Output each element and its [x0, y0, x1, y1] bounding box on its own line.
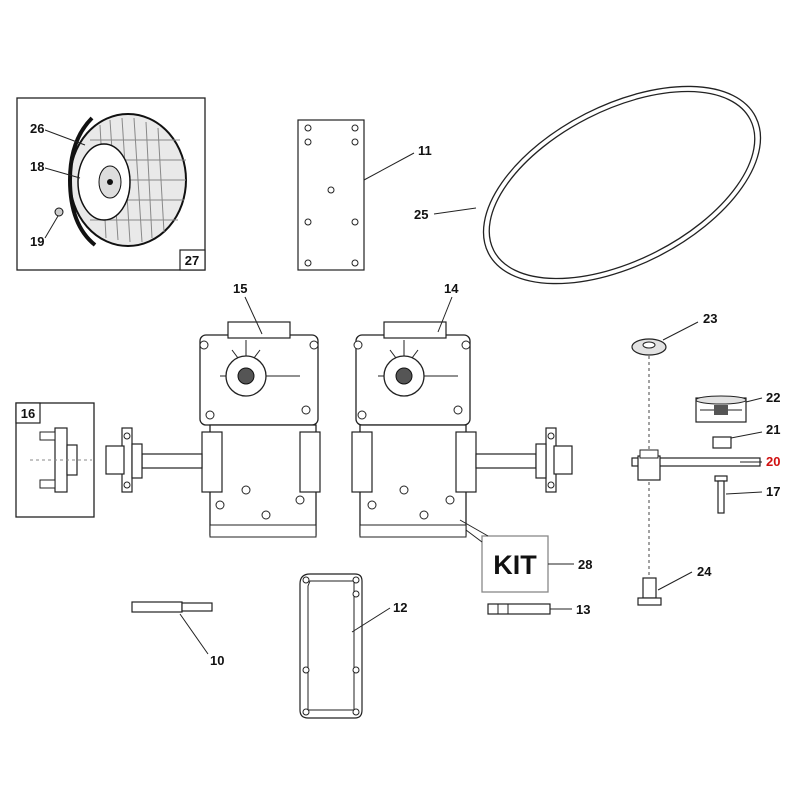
wheel-tire[interactable]	[67, 113, 187, 247]
cover-plate[interactable]	[297, 119, 365, 271]
callout-14: 14	[444, 281, 459, 296]
callout-22: 22	[766, 390, 780, 405]
callout-11: 11	[418, 143, 432, 158]
transaxle-right[interactable]	[351, 321, 477, 538]
callout-25: 25	[414, 207, 428, 222]
spacer-part[interactable]	[712, 436, 732, 449]
kit-box[interactable]: KIT	[481, 535, 549, 593]
kit-label: KIT	[493, 550, 537, 580]
idler-arm-part[interactable]	[631, 449, 761, 481]
lug-nut[interactable]	[54, 207, 64, 217]
callout-21: 21	[766, 422, 780, 437]
wheel-hub-part[interactable]	[30, 427, 92, 493]
axle-right	[475, 427, 573, 493]
box-number-27: 27	[185, 253, 199, 268]
callout-20: 20	[766, 454, 780, 469]
callout-24: 24	[697, 564, 712, 579]
washer-part[interactable]	[631, 338, 667, 356]
callout-10: 10	[210, 653, 224, 668]
callout-17: 17	[766, 484, 780, 499]
callout-23: 23	[703, 311, 717, 326]
callout-28: 28	[578, 557, 592, 572]
callout-26: 26	[30, 121, 44, 136]
callout-13: 13	[576, 602, 590, 617]
shoulder-bolt-part[interactable]	[637, 577, 662, 606]
callout-12: 12	[393, 600, 407, 615]
callout-15: 15	[233, 281, 247, 296]
gasket-part[interactable]	[299, 573, 363, 719]
pulley-part[interactable]	[695, 395, 747, 423]
box-number-16: 16	[21, 406, 35, 421]
pin-part[interactable]	[487, 603, 551, 615]
rod-part[interactable]	[131, 601, 213, 613]
callout-19: 19	[30, 234, 44, 249]
bolt-part[interactable]	[714, 475, 728, 514]
axle-left	[105, 427, 203, 493]
callout-18: 18	[30, 159, 44, 174]
transaxle-left[interactable]	[199, 321, 321, 538]
drive-belt[interactable]	[452, 46, 792, 325]
